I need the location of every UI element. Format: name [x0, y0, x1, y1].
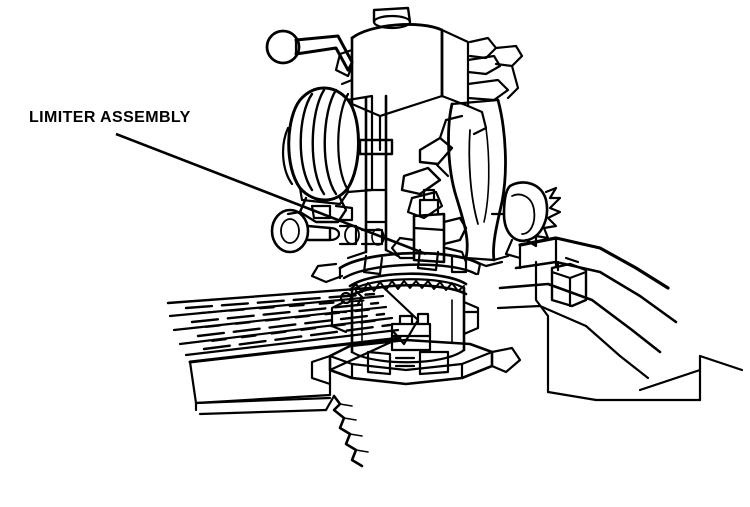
deck-platform-ribbed [166, 285, 420, 412]
eyepiece-bracket [286, 196, 354, 224]
base-flange [310, 338, 522, 386]
pedestal-barrel [330, 278, 480, 364]
drawing-linework [115, 6, 744, 468]
vertical-column [346, 94, 400, 260]
eyepiece-lens-rings [282, 86, 374, 206]
callout-label-limiter-assembly: LIMITER ASSEMBLY [29, 109, 191, 126]
control-lever-arm [265, 29, 354, 72]
lever-ball-knob [265, 29, 301, 65]
break-line [332, 394, 369, 468]
top-linkage-detail [466, 36, 524, 136]
right-casting-body [400, 98, 510, 268]
upper-housing-block [334, 6, 510, 152]
serrated-ring [348, 272, 468, 298]
lower-deck-edges [194, 394, 336, 416]
deck-rail-right [496, 236, 744, 402]
knurled-gear-wheel [490, 181, 562, 260]
callout-leader-line [115, 132, 427, 256]
